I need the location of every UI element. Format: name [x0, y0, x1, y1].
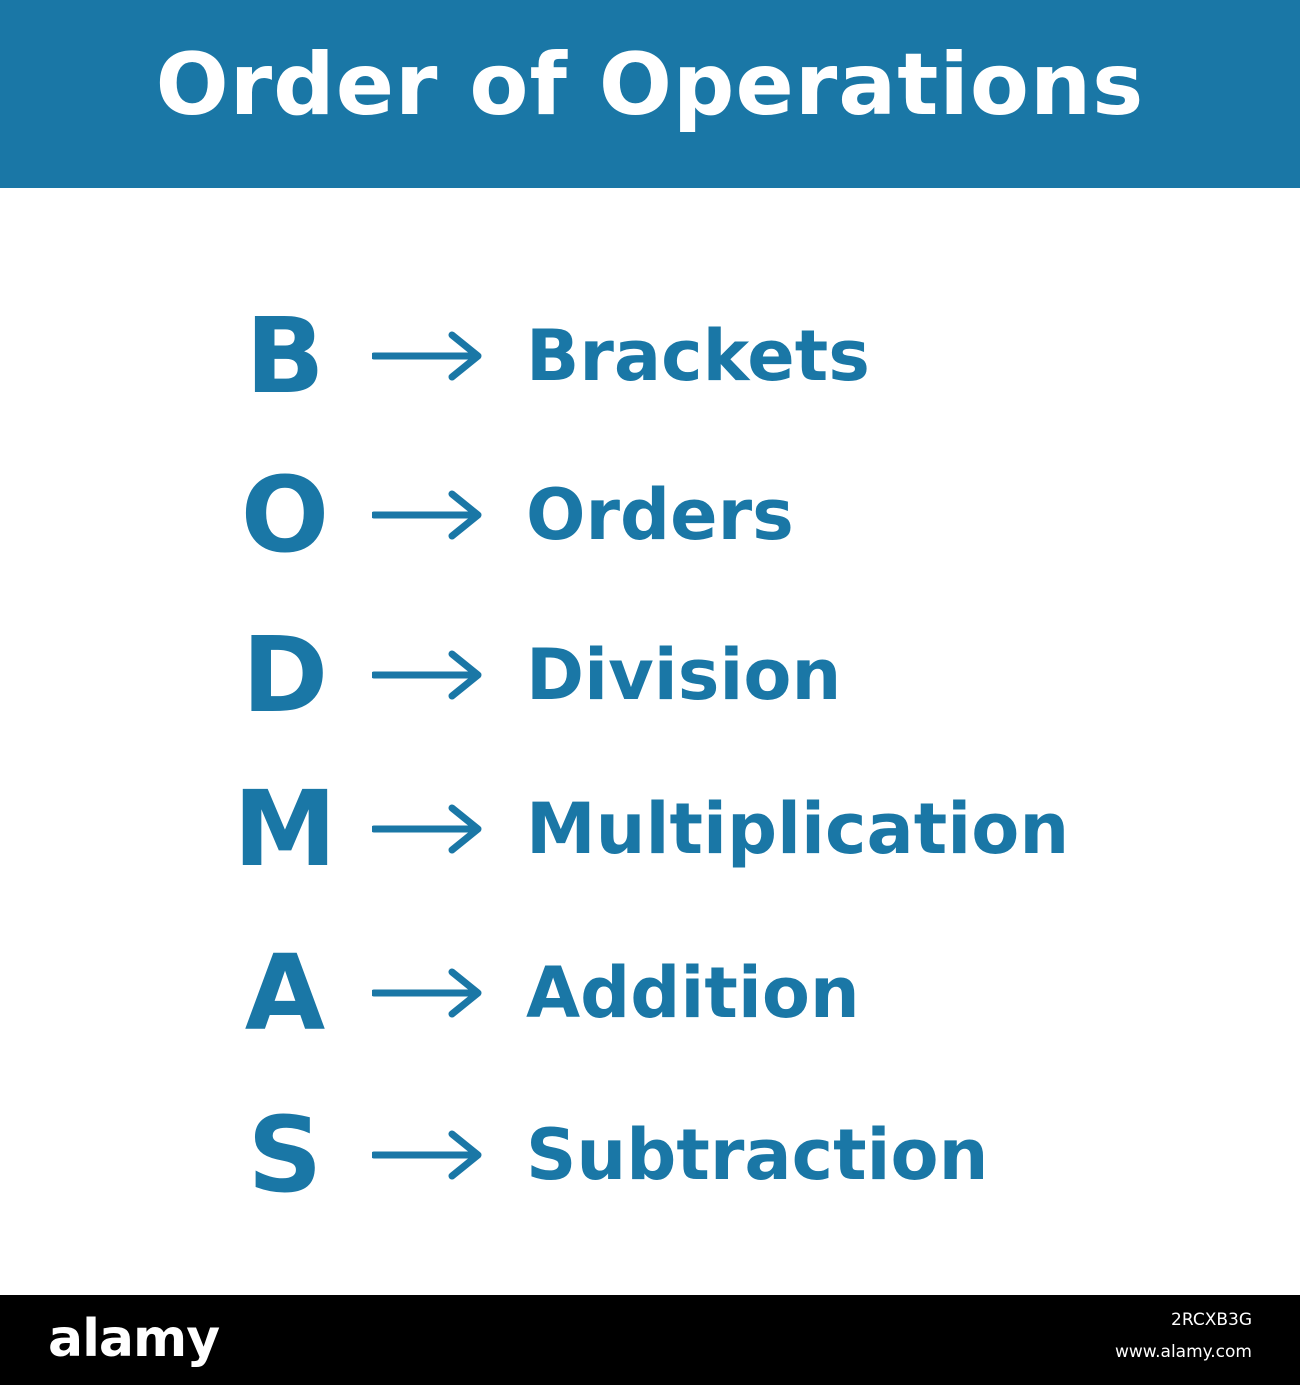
operation-name: Subtraction	[526, 1114, 989, 1196]
footer-url: www.alamy.com	[1114, 1342, 1252, 1362]
right-arrow-icon	[372, 804, 482, 854]
acronym-letter: O	[240, 454, 330, 576]
operation-name: Brackets	[526, 315, 870, 397]
alamy-logo: alamy	[48, 1309, 220, 1369]
image-id: 2RCXB3G	[1171, 1310, 1252, 1330]
operation-name: Division	[526, 634, 842, 716]
acronym-letter: B	[245, 295, 325, 417]
right-arrow-icon	[372, 968, 482, 1018]
acronym-letter: S	[247, 1094, 323, 1216]
operation-name: Orders	[526, 474, 794, 556]
page-title: Order of Operations	[155, 35, 1145, 135]
right-arrow-icon	[372, 490, 482, 540]
acronym-letter: A	[244, 932, 326, 1054]
acronym-row: S Subtraction	[0, 1080, 1300, 1230]
acronym-row: B Brackets	[0, 281, 1300, 431]
operation-name: Multiplication	[526, 788, 1070, 870]
acronym-row: M Multiplication	[0, 754, 1300, 904]
acronym-row: A Addition	[0, 918, 1300, 1068]
right-arrow-icon	[372, 331, 482, 381]
acronym-letter: M	[233, 768, 337, 890]
title-banner: Order of Operations	[0, 0, 1300, 188]
watermark-footer: alamy 2RCXB3G www.alamy.com	[0, 1295, 1300, 1385]
acronym-row: D Division	[0, 600, 1300, 750]
right-arrow-icon	[372, 650, 482, 700]
acronym-letter: D	[241, 614, 329, 736]
right-arrow-icon	[372, 1130, 482, 1180]
operation-name: Addition	[526, 952, 860, 1034]
acronym-row: O Orders	[0, 440, 1300, 590]
